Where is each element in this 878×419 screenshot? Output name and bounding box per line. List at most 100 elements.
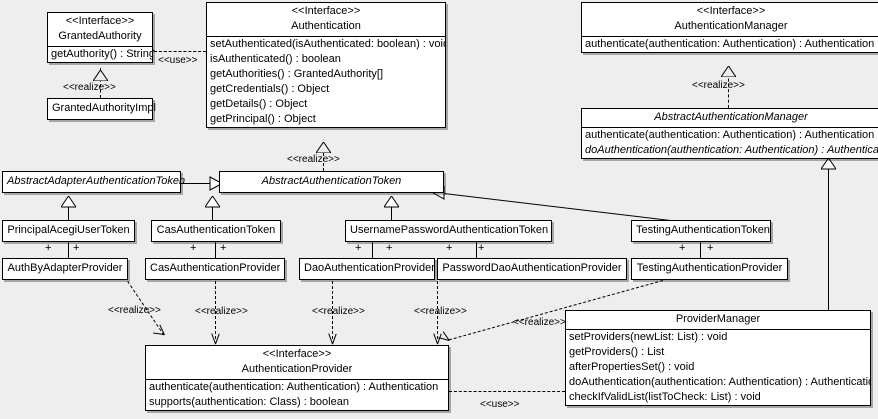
class-method: getProviders() : List [569,346,665,358]
class-name: AuthenticationProvider [241,363,353,375]
class-box-provider-manager[interactable]: ProviderManager setProviders(newList: Li… [565,310,871,406]
association-marker: + [679,242,686,254]
class-name: UsernamePasswordAuthenticationToken [350,224,549,236]
class-name: GrantedAuthority [58,30,142,42]
realize-link-password-dao-provider [437,281,438,339]
class-name: CasAuthenticationToken [156,224,276,236]
class-name: PrincipalAcegiUserToken [7,224,130,236]
class-box-granted-authority-impl[interactable]: GrantedAuthorityImpl [47,98,156,120]
association-link-upat-dao-provider [372,240,373,258]
class-header: AuthByAdapterProvider [3,259,127,279]
class-method: doAuthentication(authentication: Authent… [569,376,870,388]
class-method: authenticate(authentication: Authenticat… [585,129,875,141]
use-label-granted-authority: <<use>> [158,55,198,66]
class-box-dao-authentication-provider[interactable]: DaoAuthenticationProvider [299,258,435,280]
class-box-granted-authority[interactable]: <<Interface>> GrantedAuthority getAuthor… [47,12,153,63]
class-header: <<Interface>> AuthenticationProvider [146,346,448,379]
class-box-authentication-manager[interactable]: <<Interface>> AuthenticationManager auth… [581,2,878,53]
generalization-link-cas-token [212,206,213,220]
class-members: authenticate(authentication: Authenticat… [582,36,878,52]
class-box-cas-authentication-token[interactable]: CasAuthenticationToken [151,220,281,242]
realize-link-cas-provider [215,281,216,339]
arrowhead [153,332,165,335]
generalization-triangle [60,195,77,213]
class-method: getCredentials() : Object [210,83,330,95]
class-header: <<Interface>> GrantedAuthority [48,13,152,46]
class-header: GrantedAuthorityImpl [48,99,156,119]
class-method: setProviders(newList: List) : void [569,331,728,343]
realize-link-abstract-authentication-token [323,148,324,171]
class-box-cas-authentication-provider[interactable]: CasAuthenticationProvider [145,258,285,280]
generalization-triangle [207,176,224,196]
class-name: ProviderManager [675,313,761,325]
association-marker: + [478,242,485,254]
class-name: TestingAuthenticationProvider [636,262,783,274]
class-box-auth-by-adapter-provider[interactable]: AuthByAdapterProvider [2,258,128,280]
class-stereotype: <<Interface>> [291,5,361,17]
class-box-testing-authentication-provider[interactable]: TestingAuthenticationProvider [631,258,788,280]
class-members: setAuthenticated(isAuthenticated: boolea… [207,36,445,127]
class-box-testing-authentication-token[interactable]: TestingAuthenticationToken [631,220,771,242]
realize-label-password-dao-provider: <<realize>> [414,306,467,317]
generalization-link-provider-manager [828,168,829,310]
class-header: TestingAuthenticationProvider [632,259,787,279]
generalization-link-principal-acegi-token [68,206,69,220]
class-header: <<Interface>> Authentication [207,3,445,36]
class-box-principal-acegi-user-token[interactable]: PrincipalAcegiUserToken [2,220,135,242]
association-link-principal-auth-by-adapter [68,240,69,258]
generalization-triangle [204,195,221,213]
class-members: authenticate(authentication: Authenticat… [582,127,878,158]
realize-label-abstract-authentication-manager: <<realize>> [692,80,745,91]
class-method: authenticate(authentication: Authenticat… [585,38,875,50]
class-method: getPrincipal() : Object [210,113,316,125]
class-method: doAuthentication(authentication: Authent… [585,144,878,156]
class-box-password-dao-authentication-provider[interactable]: PasswordDaoAuthenticationProvider [437,258,627,280]
class-header: CasAuthenticationProvider [146,259,284,279]
class-members: authenticate(authentication: Authenticat… [146,379,448,410]
class-header: ProviderManager [566,311,870,329]
class-header: PasswordDaoAuthenticationProvider [438,259,626,279]
class-name: AbstractAuthenticationManager [654,111,808,123]
class-method: supports(authentication: Class) : boolea… [149,396,349,408]
association-marker: + [190,242,197,254]
generalization-link-abstract-adapter-token [181,183,219,184]
class-name: AbstractAuthenticationToken [261,175,402,187]
class-stereotype: <<Interface>> [696,5,766,17]
class-method: getDetails() : Object [210,98,308,110]
generalization-triangle [720,64,737,82]
realize-link-dao-provider [332,281,333,339]
realize-label-granted-authority-impl: <<realize>> [63,82,116,93]
class-method: getAuthority() : String [51,48,152,60]
class-box-authentication[interactable]: <<Interface>> Authentication setAuthenti… [206,2,446,128]
class-box-username-password-authentication-token[interactable]: UsernamePasswordAuthenticationToken [345,220,552,242]
class-header: DaoAuthenticationProvider [300,259,435,279]
association-link-upat-password-dao-provider [476,240,477,258]
class-name: PasswordDaoAuthenticationProvider [442,262,622,274]
class-box-authentication-provider[interactable]: <<Interface>> AuthenticationProvider aut… [145,345,449,411]
class-method: isAuthenticated() : boolean [210,53,341,65]
class-method: authenticate(authentication: Authenticat… [149,381,439,393]
class-box-abstract-authentication-manager[interactable]: AbstractAuthenticationManager authentica… [581,108,878,159]
class-name: AbstractAdapterAuthenticationToken [7,175,186,187]
class-method: checkIfValidList(listToCheck: List) : vo… [569,391,761,403]
realize-label-cas-provider: <<realize>> [195,306,248,317]
association-marker: + [220,242,227,254]
class-header: AbstractAdapterAuthenticationToken [3,172,186,192]
class-stereotype: <<Interface>> [65,15,135,27]
class-box-abstract-adapter-authentication-token[interactable]: AbstractAdapterAuthenticationToken [2,171,186,193]
class-header: CasAuthenticationToken [152,221,280,241]
class-name: DaoAuthenticationProvider [304,262,435,274]
class-stereotype: <<Interface>> [262,348,332,360]
class-method: getAuthorities() : GrantedAuthority[] [210,68,384,80]
use-link-provider-manager [449,391,565,392]
association-marker: + [73,242,80,254]
class-box-abstract-authentication-token[interactable]: AbstractAuthenticationToken [219,171,444,193]
class-name: GrantedAuthorityImpl [52,102,156,114]
class-name: CasAuthenticationProvider [150,262,281,274]
class-name: AuthByAdapterProvider [7,262,123,274]
class-members: getAuthority() : String [48,46,152,62]
association-marker: + [355,242,362,254]
realize-link-abstract-authentication-manager [728,68,729,108]
association-link-testing-token-provider [700,240,701,258]
